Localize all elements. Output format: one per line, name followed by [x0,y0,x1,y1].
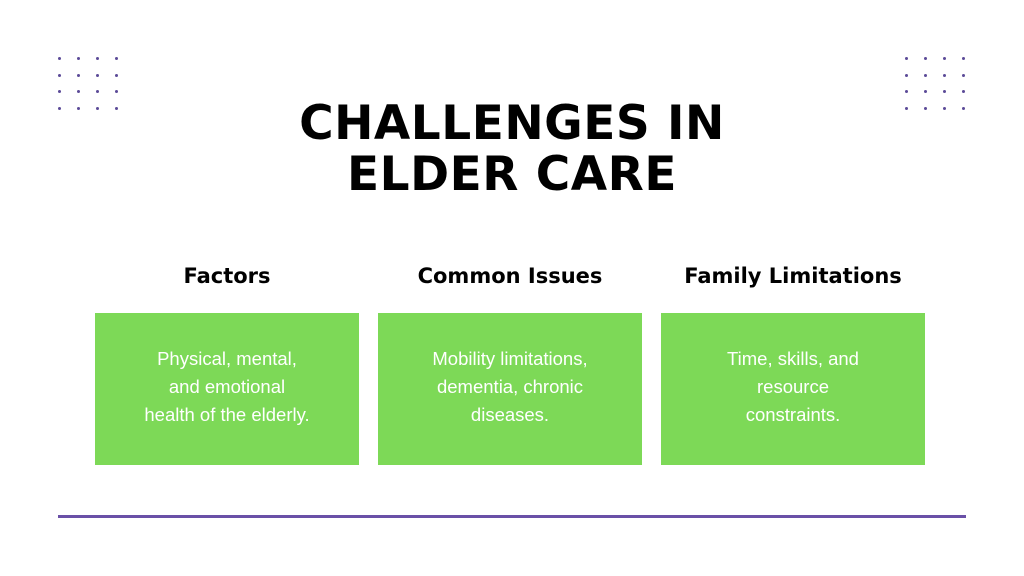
column-heading-common-issues: Common Issues [417,264,603,288]
column-heading-factors: Factors [183,264,271,288]
slide-title-line-2: ELDER CARE [347,147,677,202]
content-box-family-limitations: Time, skills, and resource constraints. [661,313,925,465]
decorative-dot-grid-right [905,57,965,110]
box-text-line: Mobility limitations, [432,348,588,369]
content-box-common-issues: Mobility limitations, dementia, chronic … [378,313,642,465]
box-text-line: diseases. [470,404,550,425]
column-heading-family-limitations: Family Limitations [684,264,902,288]
decorative-dot-grid-left [58,57,118,110]
box-text-line: Time, skills, and [727,348,859,369]
box-text-line: and emotional [168,376,286,397]
slide-title: CHALLENGES IN ELDER CARE [0,98,1024,200]
slide-title-line-1: CHALLENGES IN [299,96,725,151]
box-text-line: dementia, chronic [436,376,584,397]
box-text-line: Physical, mental, [157,348,297,369]
box-text-line: health of the elderly. [144,404,310,425]
box-text-line: resource [757,376,829,397]
box-text-line: constraints. [745,404,841,425]
content-box-factors: Physical, mental, and emotional health o… [95,313,359,465]
bottom-divider-line [58,515,966,518]
